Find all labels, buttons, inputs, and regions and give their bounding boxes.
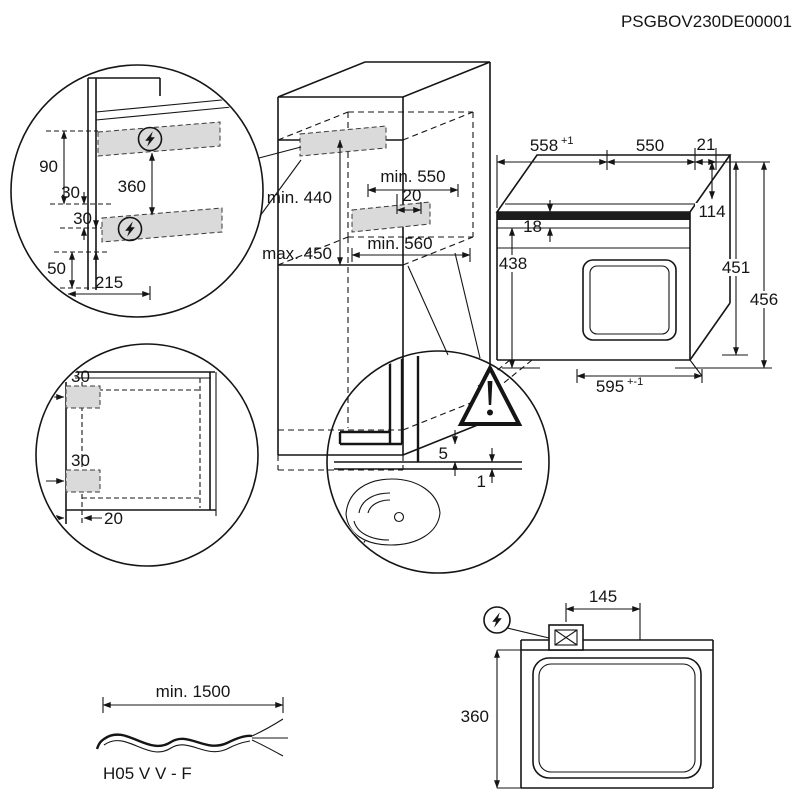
dim-145: 145 [589,587,617,606]
electric-connection-icon [117,216,143,242]
dim-20-corner: 20 [104,509,123,528]
detail-leader [454,252,481,359]
dim-30-upper: 30 [61,183,80,202]
detail-circle-mounting [10,64,264,318]
dim-21: 21 [697,135,716,154]
oven-top-band [497,212,690,220]
dim-min-1500: min. 1500 [156,682,231,701]
detail-leader [258,146,302,159]
dim-30-bottom: 30 [71,451,90,470]
dim-595-sup: +-1 [627,376,643,388]
dim-min-550: min. 550 [380,167,445,186]
dim-min-560: min. 560 [367,234,432,253]
power-cable-drawing: min. 1500 H05 V V - F [95,682,288,783]
dim-30-top: 30 [71,367,90,386]
rail-lower [101,207,223,243]
oven-dimensions: 558 +1 550 21 18 438 114 451 456 595 +-1 [496,135,781,396]
detail-corner-top-view: 30 30 20 [46,367,217,528]
cable-type-label: H05 V V - F [103,764,192,783]
dim-558: 558 [530,136,558,155]
mounting-strip-upper [299,125,387,157]
electric-connection-icon [483,606,511,634]
dim-360-topview: 360 [461,707,489,726]
dim-20-niche: 20 [403,186,422,205]
detail-mounting-rails: 90 30 360 30 50 215 [39,77,233,300]
corner-block-bottom [65,469,101,493]
wood-grain [340,478,441,550]
dim-215: 215 [95,273,123,292]
warning-triangle-icon [457,363,523,426]
dim-558-sup: +1 [561,135,574,147]
dim-595: 595 [596,377,624,396]
dim-438: 438 [499,254,527,273]
document-code: PSGBOV230DE00001 [621,12,792,31]
niche-dimensions: min. 440 max. 450 min. 550 20 min. 560 [262,139,471,266]
detail-circle-corner [35,343,259,567]
power-cable [95,733,253,750]
dim-456: 456 [750,290,778,309]
dim-1: 1 [477,472,486,491]
mounting-strip-lower [351,201,431,233]
corner-block-top [65,385,101,409]
electric-connection-icon [137,126,163,152]
rail-upper [97,121,221,157]
detail-circle-gap [326,350,550,574]
dim-50: 50 [47,259,66,278]
detail-leader [407,265,449,356]
dim-30-lower: 30 [73,209,92,228]
dim-max-450: max. 450 [262,244,332,263]
dim-114: 114 [698,202,725,221]
oven-top-view: 145 360 [461,587,714,789]
detail-leader [259,159,302,217]
dim-360-rails: 360 [118,177,146,196]
dim-451: 451 [722,258,750,277]
dim-min-440: min. 440 [267,188,332,207]
dim-18: 18 [523,217,542,236]
dim-550: 550 [636,136,664,155]
dim-5: 5 [439,444,448,463]
dim-90: 90 [39,157,58,176]
oven-door-window [582,259,677,341]
detail-rear-gap: 5 1 [334,356,523,550]
